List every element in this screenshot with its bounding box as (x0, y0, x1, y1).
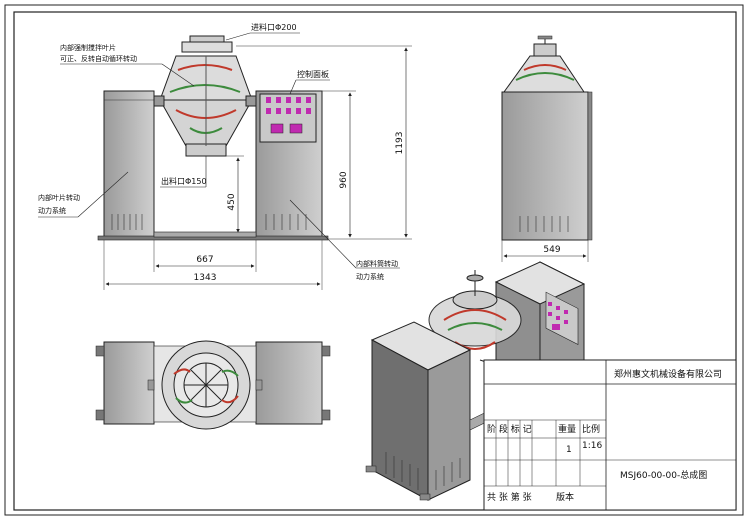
left-stand (103, 90, 155, 240)
dim-450: 450 (226, 155, 244, 233)
dim-667-text: 667 (196, 255, 213, 265)
dim-667: 667 (153, 240, 257, 272)
leader-blade-drive: 内部叶片转动 动力系统 (38, 171, 129, 218)
version-label: 版本 (556, 491, 574, 503)
sheet-count: 共 张 第 张 (487, 491, 532, 503)
discharge-port-label: 出料口Φ150 (161, 176, 207, 186)
iso-vessel (428, 270, 529, 377)
scale-header: 比例 (582, 423, 600, 435)
dim-1343-text: 1343 (194, 273, 217, 283)
leader-control-panel: 控制面板 (289, 69, 330, 95)
dim-1343: 1343 (103, 240, 323, 290)
side-view: 549 (501, 35, 593, 262)
dim-960-text: 960 (339, 171, 349, 188)
dim-450-text: 450 (227, 193, 237, 210)
dim-1193-text: 1193 (395, 132, 405, 155)
drum-drive-label: 内部料筒转动 (356, 259, 398, 268)
leader-internal-blade: 内部强制搅拌叶片 可正、反转自动循环转动 (60, 43, 195, 87)
front-view: 1193 960 450 667 1343 (38, 22, 412, 290)
dim-1193: 1193 (236, 45, 412, 240)
control-panel-label: 控制面板 (297, 69, 329, 79)
weight-value: 1 (566, 445, 572, 455)
weight-header: 重量 (558, 423, 576, 435)
mixing-vessel (153, 35, 257, 157)
title-block: 郑州惠文机械设备有限公司 阶 段 标 记 重量 比例 1 1:16 MSJ60-… (483, 359, 737, 511)
blade-drive-label: 内部叶片转动 (38, 193, 80, 202)
isometric-view (365, 261, 586, 501)
internal-blade-label: 内部强制搅拌叶片 (60, 43, 116, 52)
company-name: 郑州惠文机械设备有限公司 (614, 368, 722, 380)
dim-960: 960 (316, 90, 356, 238)
scale-value: 1:16 (582, 441, 602, 451)
drawing-frame (13, 11, 737, 511)
drum-drive-label-2: 动力系统 (356, 272, 384, 281)
stage-header: 阶 段 标 记 (487, 423, 532, 435)
leader-drum-drive: 内部料筒转动 动力系统 (289, 199, 400, 281)
leader-discharge-port: 出料口Φ150 (160, 156, 207, 188)
internal-blade-label-2: 可正、反转自动循环转动 (60, 54, 137, 63)
top-view (95, 340, 331, 430)
leader-feed-port: 进料口Φ200 (225, 22, 300, 41)
feed-port-label: 进料口Φ200 (251, 22, 297, 32)
drawing-number: MSJ60-00-00-总成图 (620, 469, 707, 481)
side-cabinet (501, 91, 589, 241)
dim-549-text: 549 (543, 245, 560, 255)
blade-drive-label-2: 动力系统 (38, 206, 66, 215)
panel-buttons (266, 97, 311, 134)
